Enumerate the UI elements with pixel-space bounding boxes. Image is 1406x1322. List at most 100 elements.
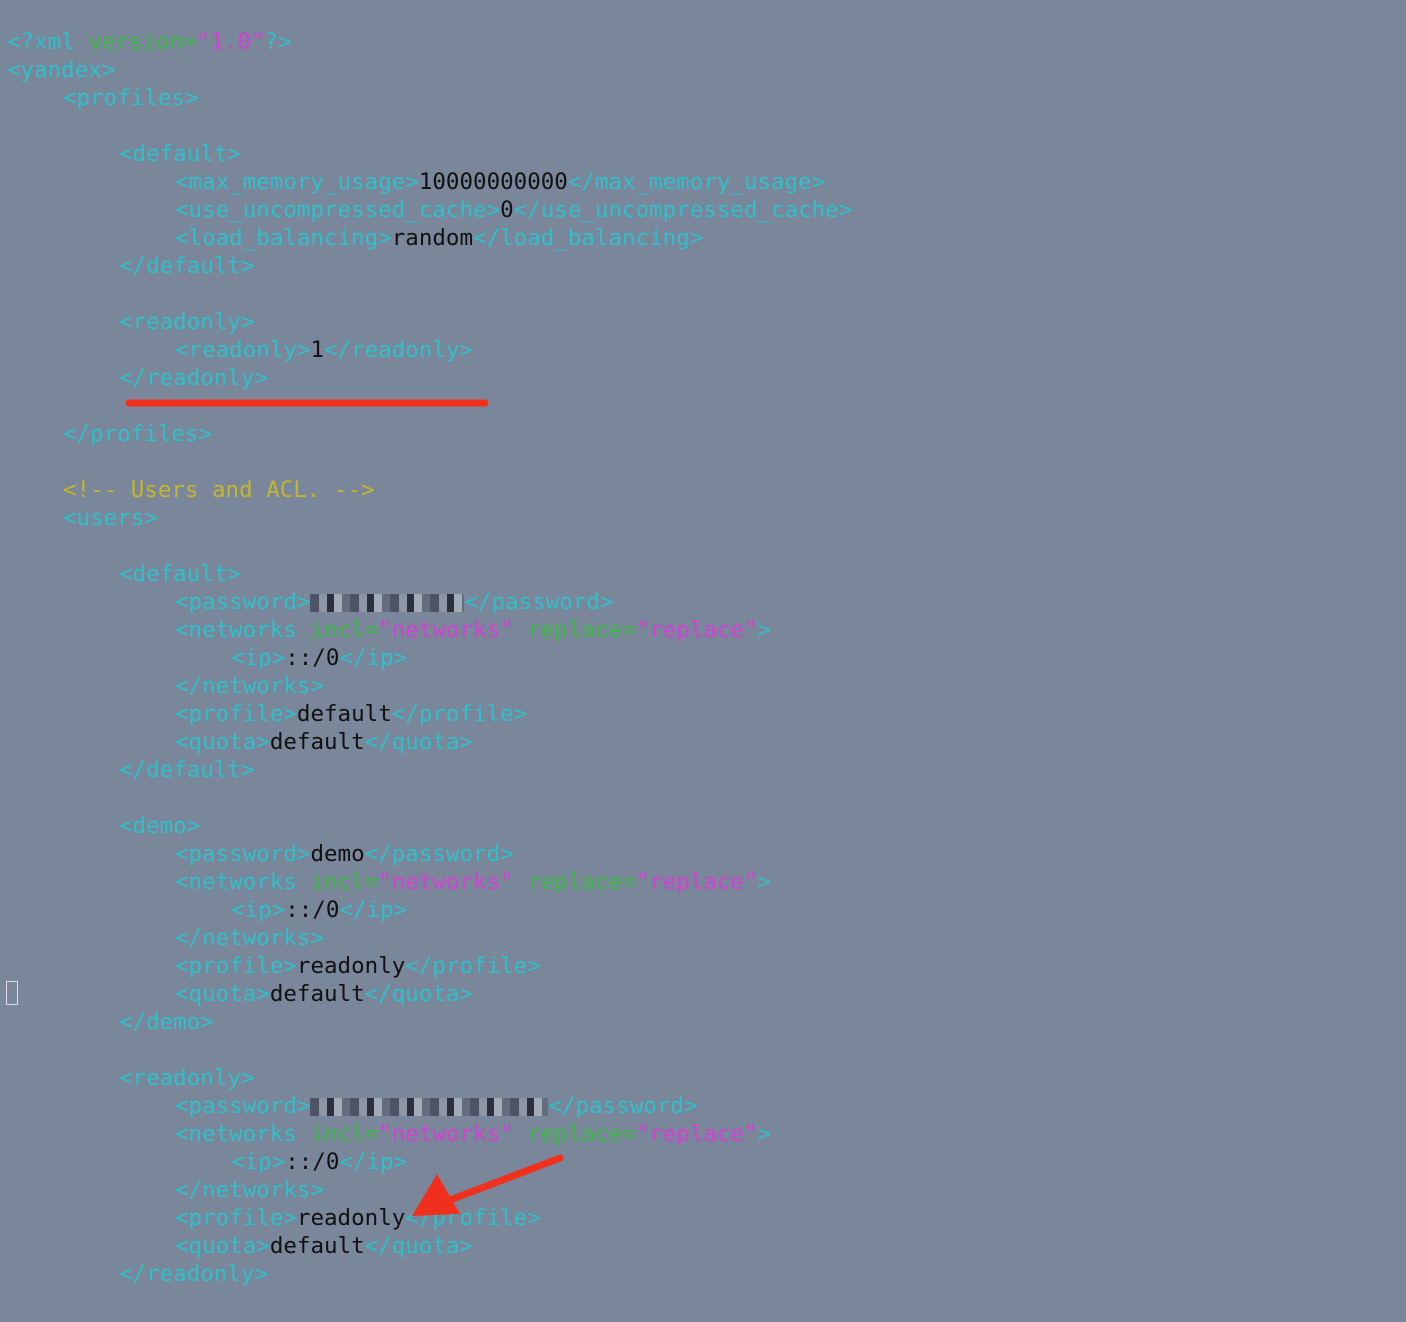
xml-text: 0	[500, 197, 514, 223]
xml-tag: </ip>	[339, 645, 408, 671]
xml-tag: </quota>	[364, 729, 474, 755]
code-line: <readonly>	[7, 1064, 254, 1092]
xml-tag: <readonly>	[119, 1065, 255, 1091]
xml-tag: <ip>	[231, 645, 286, 671]
xml-tag: <profile>	[175, 701, 297, 727]
xml-tag: >	[757, 1121, 772, 1147]
code-line: </networks>	[7, 924, 324, 952]
xml-tag: <networks	[175, 617, 311, 643]
xml-tag: </networks>	[175, 1177, 325, 1203]
xml-tag: <readonly>	[175, 337, 311, 363]
xml-text: random	[391, 225, 474, 251]
xml-tag: </profile>	[405, 1205, 541, 1231]
xml-tag: </demo>	[119, 1009, 214, 1035]
xml-attribute-value: "networks"	[378, 617, 514, 643]
xml-attribute: replace=	[527, 617, 636, 643]
xml-text: default	[296, 701, 392, 727]
xml-attribute: version=	[88, 29, 197, 55]
xml-tag: </use_uncompressed_cache>	[513, 197, 853, 223]
xml-tag: </readonly>	[324, 337, 474, 363]
xml-tag: <quota>	[175, 1233, 270, 1259]
xml-tag: <demo>	[119, 813, 201, 839]
xml-attribute: incl=	[310, 869, 379, 895]
xml-text: demo	[310, 841, 365, 867]
xml-tag: <load_balancing>	[175, 225, 392, 251]
code-line: <readonly>1</readonly>	[7, 336, 473, 364]
xml-tag: >	[757, 617, 772, 643]
code-line: <default>	[7, 140, 241, 168]
xml-tag: </password>	[548, 1093, 698, 1119]
code-line: <readonly>	[7, 308, 254, 336]
code-line: <ip>::/0</ip>	[7, 896, 407, 924]
xml-tag: >	[757, 869, 772, 895]
code-line: <password>demo</password>	[7, 840, 514, 868]
xml-attribute-value: "replace"	[635, 1121, 758, 1147]
xml-tag: </readonly>	[119, 365, 269, 391]
xml-tag: <default>	[119, 561, 241, 587]
code-line: <?xml version="1.0"?>	[7, 28, 291, 56]
xml-text: default	[269, 981, 365, 1007]
xml-tag: </profile>	[405, 953, 541, 979]
code-line: <demo>	[7, 812, 200, 840]
code-line: <networks incl="networks" replace="repla…	[7, 1120, 771, 1148]
xml-text: 1	[310, 337, 325, 363]
xml-tag: <profiles>	[63, 85, 199, 111]
xml-tag: <password>	[175, 841, 311, 867]
code-line: <quota>default</quota>	[7, 728, 473, 756]
code-line: <!-- Users and ACL. -->	[7, 476, 375, 504]
code-line: <profile>readonly</profile>	[7, 952, 541, 980]
xml-tag: ?>	[264, 29, 292, 55]
xml-tag: </ip>	[339, 1149, 408, 1175]
xml-attribute-value: "networks"	[378, 1121, 514, 1147]
xml-tag	[514, 617, 528, 643]
code-line: <default>	[7, 560, 241, 588]
code-line: <quota>default</quota>	[7, 980, 473, 1008]
code-line: </profiles>	[7, 420, 212, 448]
code-line: <profiles>	[7, 84, 198, 112]
xml-attribute: replace=	[527, 869, 636, 895]
xml-attribute-value: "networks"	[378, 869, 514, 895]
xml-text: readonly	[296, 953, 406, 979]
code-line: <profile>default</profile>	[7, 700, 527, 728]
xml-tag: </password>	[464, 589, 614, 615]
xml-tag: </profile>	[391, 701, 528, 727]
xml-text: default	[269, 1233, 365, 1259]
redacted-password-icon	[310, 1097, 549, 1116]
xml-attribute: incl=	[310, 1121, 379, 1147]
xml-tag: </ip>	[339, 897, 408, 923]
xml-tag: <password>	[175, 1093, 311, 1119]
code-line: <password> </password>	[7, 588, 613, 616]
xml-attribute: incl=	[310, 617, 379, 643]
xml-tag	[514, 1121, 528, 1147]
code-line: <yandex>	[7, 56, 115, 84]
xml-editor[interactable]: <?xml version="1.0"?><yandex><profiles> <…	[0, 28, 1406, 1322]
xml-tag: <profile>	[175, 1205, 297, 1231]
xml-tag	[514, 869, 528, 895]
code-line: <ip>::/0</ip>	[7, 1148, 407, 1176]
code-line: </default>	[7, 252, 254, 280]
xml-attribute-value: "replace"	[635, 617, 758, 643]
xml-tag: <?xml	[7, 29, 89, 55]
code-line: <quota>default</quota>	[7, 1232, 473, 1260]
xml-tag: </load_balancing>	[473, 225, 704, 251]
xml-tag: </networks>	[175, 673, 325, 699]
xml-text: ::/0	[285, 645, 340, 671]
cursor-box-icon	[6, 981, 18, 1005]
xml-tag: </max_memory_usage>	[567, 169, 826, 195]
xml-tag: <use_uncompressed_cache>	[175, 197, 501, 223]
xml-text: readonly	[296, 1205, 406, 1231]
code-line: <password> </password>	[7, 1092, 697, 1120]
code-line: <users>	[7, 504, 158, 532]
xml-tag: </default>	[119, 757, 255, 783]
code-line: <use_uncompressed_cache>0</use_uncompres…	[7, 196, 852, 224]
xml-comment: <!-- Users and ACL. -->	[63, 477, 375, 503]
code-line: <networks incl="networks" replace="repla…	[7, 616, 771, 644]
xml-tag: <networks	[175, 869, 311, 895]
xml-text: 10000000000	[418, 169, 568, 195]
code-line: </networks>	[7, 672, 324, 700]
xml-tag: </quota>	[364, 1233, 474, 1259]
xml-tag: <readonly>	[119, 309, 255, 335]
xml-tag: <max_memory_usage>	[175, 169, 419, 195]
xml-tag: <quota>	[175, 981, 270, 1007]
xml-tag: <password>	[175, 589, 311, 615]
